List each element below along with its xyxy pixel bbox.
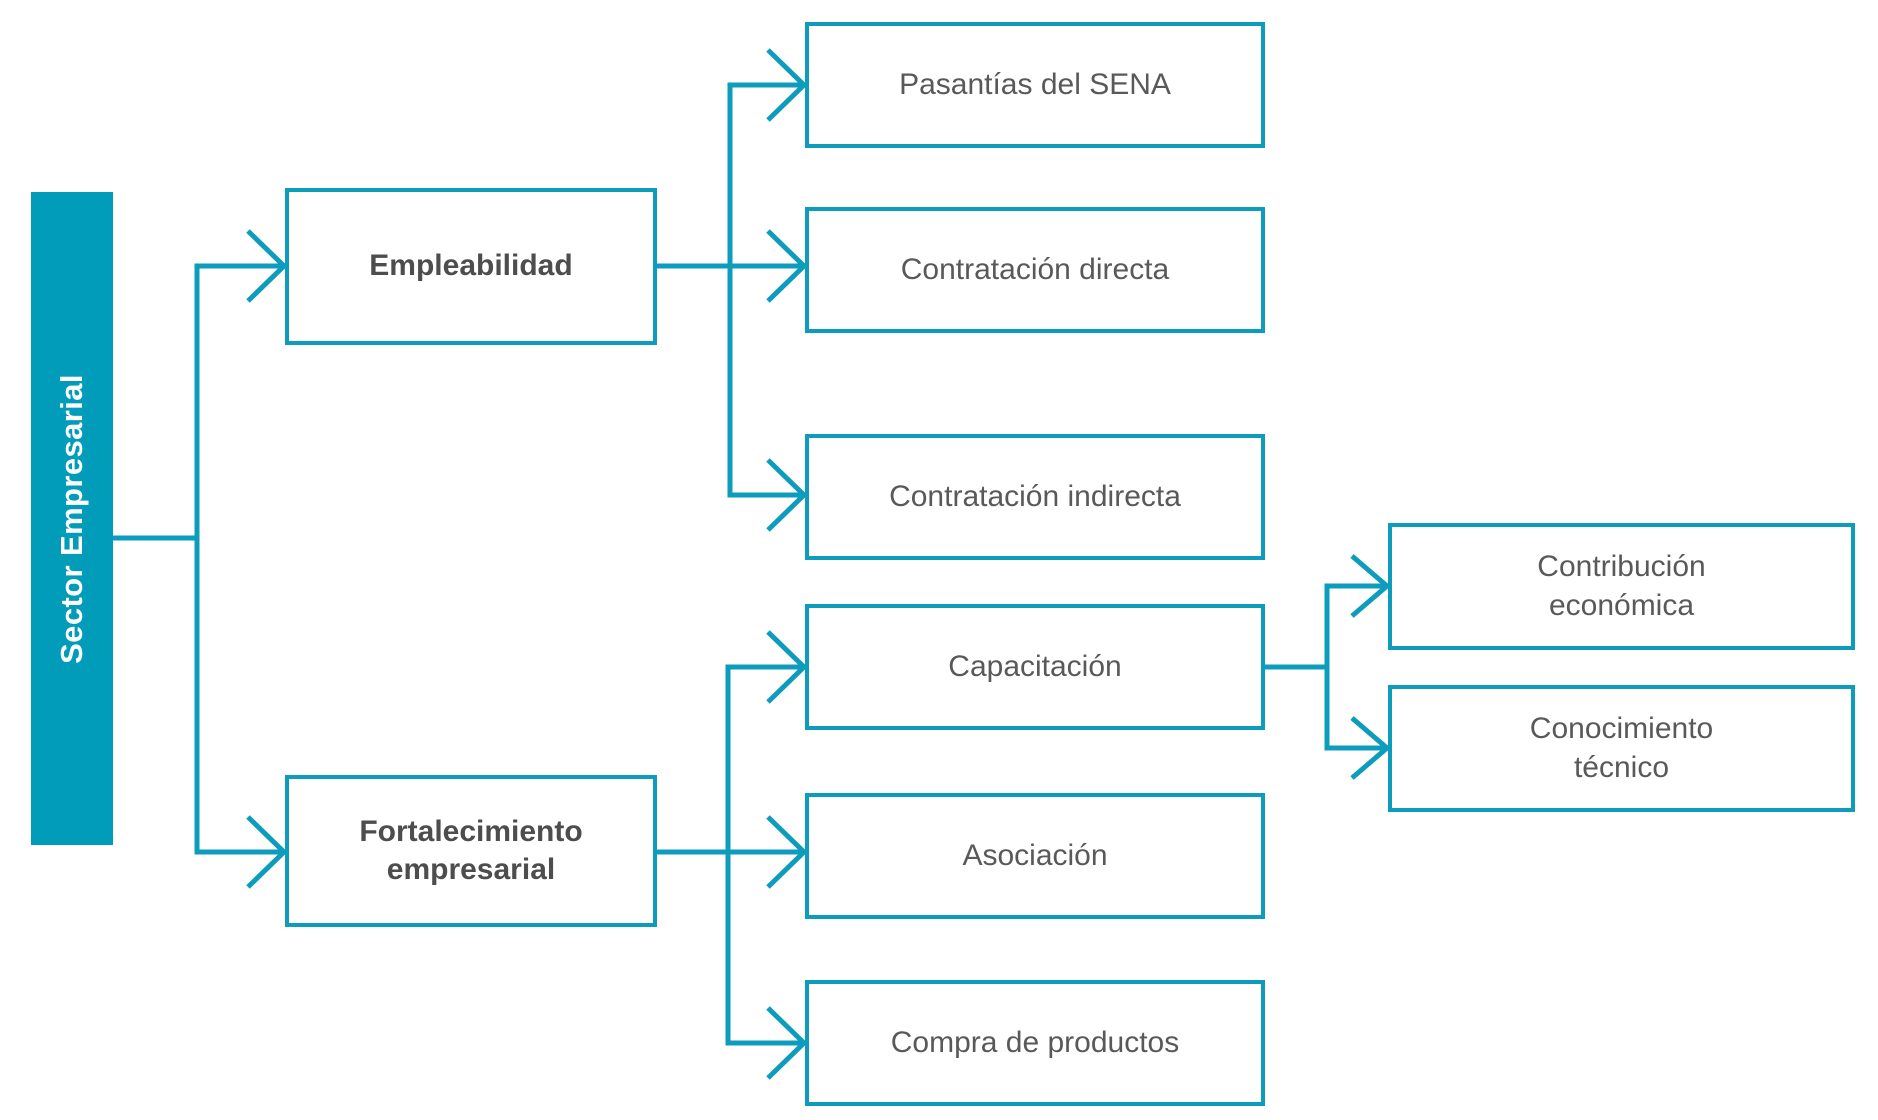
node-contratacion-directa-label: Contratación directa bbox=[900, 252, 1170, 286]
node-compra-de-productos[interactable]: Compra de productos bbox=[805, 980, 1265, 1106]
node-contribucion-line2: económica bbox=[1548, 588, 1695, 622]
node-conocimiento-tecnico[interactable]: Conocimiento técnico bbox=[1388, 685, 1855, 812]
node-capacitacion-label: Capacitación bbox=[948, 649, 1122, 683]
node-capacitacion[interactable]: Capacitación bbox=[805, 604, 1265, 730]
arrowhead-capacitacion bbox=[766, 630, 808, 704]
node-asociacion[interactable]: Asociación bbox=[805, 793, 1265, 919]
arrowhead-contratacion-directa bbox=[766, 229, 808, 303]
node-conocimiento-line1: Conocimiento bbox=[1529, 712, 1714, 746]
node-fortalecimiento-empresarial-label: Fortalecimiento empresarial bbox=[303, 813, 639, 890]
node-fortalecimiento-line2: empresarial bbox=[386, 853, 556, 886]
node-pasantias-del-sena-label: Pasantías del SENA bbox=[899, 67, 1171, 101]
node-empleabilidad-label: Empleabilidad bbox=[369, 249, 573, 283]
node-contribucion-economica-label: Contribución económica bbox=[1406, 548, 1837, 625]
arrowhead-compra-productos bbox=[766, 1006, 808, 1080]
node-fortalecimiento-line1: Fortalecimiento bbox=[359, 814, 583, 848]
arrowhead-conocimiento bbox=[1350, 716, 1391, 780]
node-contratacion-directa[interactable]: Contratación directa bbox=[805, 207, 1265, 333]
arrowhead-asociacion bbox=[766, 815, 808, 889]
node-empleabilidad[interactable]: Empleabilidad bbox=[285, 188, 657, 345]
node-conocimiento-line2: técnico bbox=[1573, 750, 1670, 784]
arrowhead-empleabilidad bbox=[246, 229, 288, 303]
node-contribucion-line1: Contribución bbox=[1537, 550, 1706, 584]
node-contribucion-economica[interactable]: Contribución económica bbox=[1388, 523, 1855, 650]
arrowhead-contratacion-indirecta bbox=[766, 458, 808, 532]
arrowhead-pasantias bbox=[766, 48, 808, 122]
node-compra-de-productos-label: Compra de productos bbox=[890, 1025, 1180, 1059]
node-conocimiento-tecnico-label: Conocimiento técnico bbox=[1406, 710, 1837, 787]
arrowhead-fortalecimiento bbox=[246, 815, 288, 889]
node-contratacion-indirecta[interactable]: Contratación indirecta bbox=[805, 434, 1265, 560]
node-asociacion-label: Asociación bbox=[962, 838, 1108, 872]
node-pasantias-del-sena[interactable]: Pasantías del SENA bbox=[805, 22, 1265, 148]
arrowhead-contribucion bbox=[1350, 554, 1391, 618]
node-fortalecimiento-empresarial[interactable]: Fortalecimiento empresarial bbox=[285, 775, 657, 927]
node-contratacion-indirecta-label: Contratación indirecta bbox=[889, 479, 1181, 513]
root-node-label: Sector Empresarial bbox=[54, 373, 90, 664]
root-node-sector-empresarial[interactable]: Sector Empresarial bbox=[31, 192, 113, 845]
